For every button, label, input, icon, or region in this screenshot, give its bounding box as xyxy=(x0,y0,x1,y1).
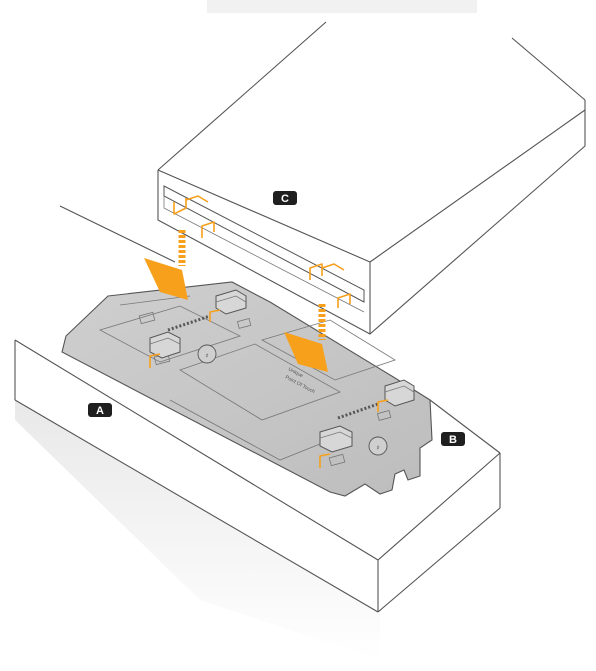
desk-surface xyxy=(14,205,501,660)
down-arrow-icon xyxy=(144,230,188,300)
device-box xyxy=(157,21,586,335)
label-badge-c: C xyxy=(273,191,297,205)
label-badge-b: B xyxy=(441,432,465,446)
brand-logo-icon xyxy=(197,344,217,364)
clip-tab xyxy=(215,289,247,315)
brand-logo-icon xyxy=(368,436,388,456)
label-badge-a: A xyxy=(88,403,112,417)
svg-text:♯: ♯ xyxy=(377,445,380,451)
svg-text:C: C xyxy=(281,193,289,205)
clip-tab xyxy=(319,425,353,453)
svg-text:A: A xyxy=(96,405,104,417)
top-banner xyxy=(207,0,477,13)
clip-tab xyxy=(149,331,181,359)
down-arrow-icon xyxy=(284,304,328,372)
svg-text:B: B xyxy=(449,434,457,446)
mounting-plate: ♯ ♯ Point Of Touch Unique xyxy=(61,281,433,497)
svg-text:♯: ♯ xyxy=(206,353,209,359)
